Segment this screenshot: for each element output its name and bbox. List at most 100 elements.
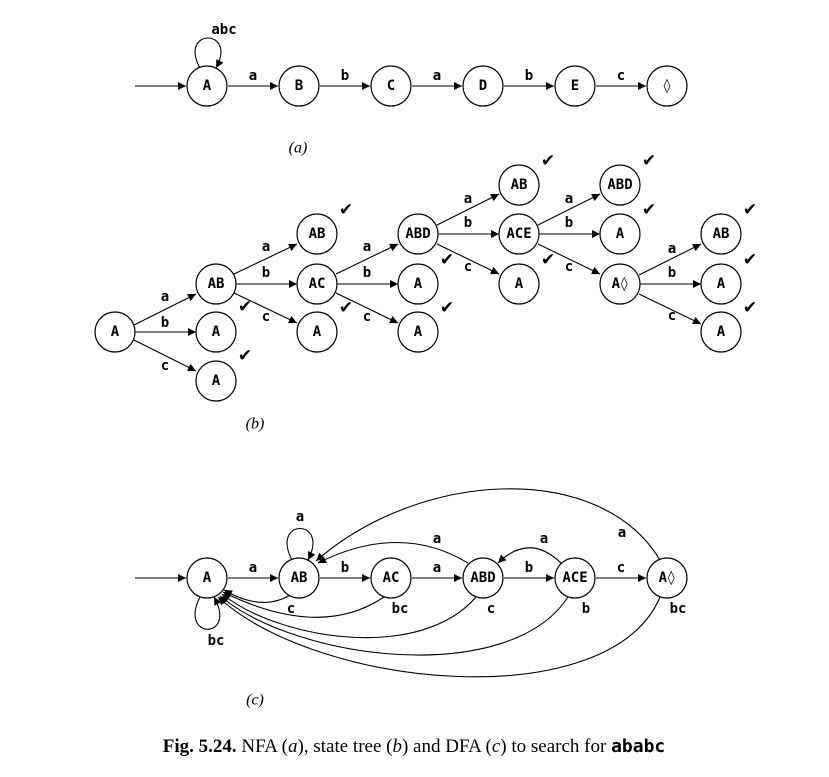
caption-pattern: ababc [611, 736, 665, 757]
figure-caption: Fig. 5.24. NFA (a), state tree (b) and D… [163, 736, 666, 757]
node-label: A [313, 324, 322, 340]
edge-label: a [433, 531, 441, 547]
edge-a-A-A [194, 37, 224, 69]
panel-c-label: (c) [246, 692, 264, 709]
state-label: ACE [562, 570, 587, 586]
caption-text: ) and DFA ( [402, 736, 492, 757]
node-label: A [616, 226, 625, 242]
edge-c-ACE-ABD [497, 547, 563, 565]
edge-label: c [617, 560, 625, 576]
node-label: AC [309, 276, 326, 292]
edge-label: b [341, 68, 349, 84]
state-node [186, 557, 228, 599]
check-mark-icon: ✔ [440, 250, 454, 270]
node-label: A [515, 276, 524, 292]
node-label: A [212, 373, 221, 389]
check-mark-icon: ✔ [743, 298, 757, 318]
check-mark-icon: ✔ [541, 250, 555, 270]
edge-label: a [433, 560, 441, 576]
edge-b-n15-n16 [638, 243, 702, 276]
tree-node [599, 164, 641, 206]
state-node [186, 65, 228, 107]
check-mark-icon: ✔ [339, 200, 353, 220]
state-label: A [203, 570, 212, 586]
tree-node [397, 311, 439, 353]
edge-label: c [161, 358, 169, 374]
edge-label: bc [208, 633, 225, 649]
tree-node [700, 263, 742, 305]
edge-b-n15-n18 [638, 293, 702, 325]
caption-text: ) to search for [500, 736, 611, 757]
node-label: AB [208, 276, 225, 292]
edge-c-AF-A [217, 596, 661, 678]
node-label: A [717, 324, 726, 340]
edge-label: bc [392, 601, 409, 617]
state-node [554, 65, 596, 107]
check-mark-icon: ✔ [642, 200, 656, 220]
edge-label: a [296, 509, 304, 525]
node-label: ACE [506, 226, 531, 242]
check-mark-icon: ✔ [743, 250, 757, 270]
edge-c-AB-A [223, 589, 291, 603]
edge-label: c [668, 308, 676, 324]
tree-node [397, 263, 439, 305]
tree-node [498, 213, 540, 255]
edge-label: a [464, 191, 472, 207]
edge-b-n5-n9 [335, 292, 399, 324]
edge-label: a [433, 68, 441, 84]
edge-label: a [161, 289, 169, 305]
state-label: C [387, 78, 395, 94]
edge-label: c [487, 601, 495, 617]
edge-label: b [464, 215, 472, 231]
edge-c-A-A [194, 596, 222, 630]
node-label: AB [309, 226, 326, 242]
state-node [462, 65, 504, 107]
panel-a-label: (a) [289, 140, 308, 157]
tree-node [296, 213, 338, 255]
edge-label: a [249, 68, 257, 84]
caption-italic: b [392, 736, 402, 757]
node-label: ABD [607, 177, 632, 193]
state-node [462, 557, 504, 599]
edge-label: b [565, 215, 573, 231]
edge-b-n5-n7 [335, 243, 399, 275]
check-mark-icon: ✔ [238, 297, 252, 317]
edge-label: a [668, 241, 676, 257]
edge-b-n7-n12 [436, 243, 500, 275]
edge-label: c [565, 259, 573, 275]
node-label: A [717, 276, 726, 292]
caption-text: NFA ( [237, 736, 288, 757]
edge-b-n1-n6 [233, 292, 298, 324]
tree-node [94, 311, 136, 353]
edge-b-n1-n4 [233, 243, 298, 275]
state-label: D [479, 78, 487, 94]
panel-b: a b c a b c a b c a b c a b c a b c [94, 151, 757, 433]
edge-label: c [287, 601, 295, 617]
edge-label: c [262, 309, 270, 325]
tree-node [296, 311, 338, 353]
edge-b-n0-n3 [133, 339, 197, 372]
edge-c-ACE-A [219, 595, 569, 656]
edge-c-ABD-A [221, 593, 477, 639]
caption-italic: c [492, 736, 501, 757]
edge-label: abc [211, 22, 236, 38]
node-label: A [414, 324, 423, 340]
edge-label: bc [670, 601, 687, 617]
state-label: AC [383, 570, 400, 586]
state-node [278, 65, 320, 107]
tree-node [599, 263, 641, 305]
state-node [278, 557, 320, 599]
edge-b-n11-n15 [537, 243, 601, 275]
edge-label: b [582, 601, 590, 617]
edge-label: c [617, 68, 625, 84]
edge-label: b [161, 315, 169, 331]
state-label: E [571, 78, 579, 94]
tree-node [599, 213, 641, 255]
edge-b-n11-n13 [537, 193, 601, 226]
tree-node [397, 213, 439, 255]
panel-a: abc a b a b c A B C D E ◊ (a) [135, 22, 688, 157]
state-label: A◊ [659, 570, 676, 586]
state-label: ABD [470, 570, 495, 586]
node-label: AB [511, 177, 528, 193]
